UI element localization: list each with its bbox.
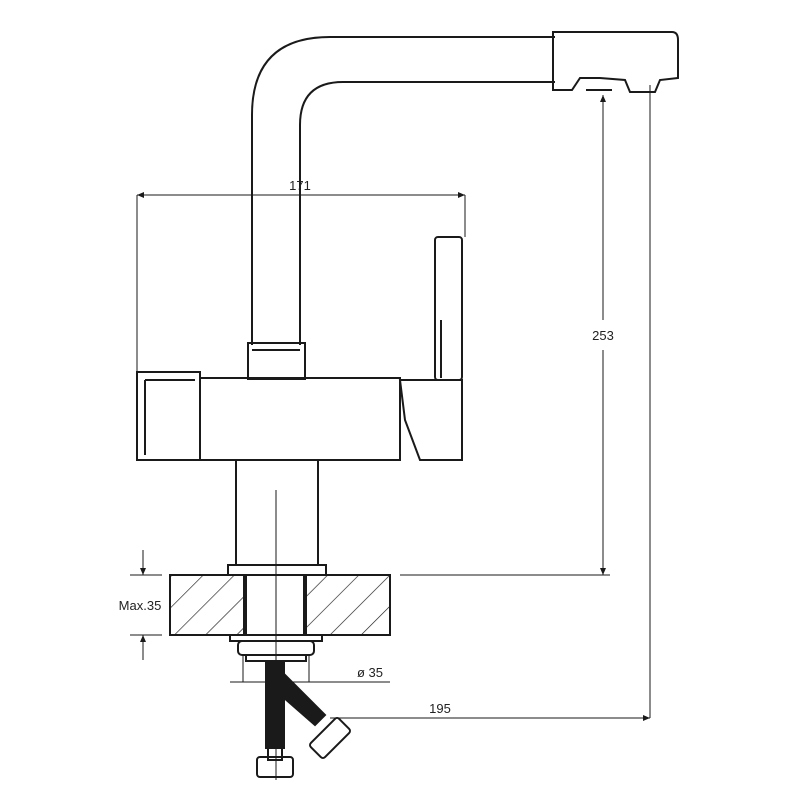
hose-nut-left	[256, 756, 294, 778]
spout	[251, 36, 555, 345]
dim-max-35: Max.35	[119, 598, 162, 613]
filter-lever	[434, 236, 463, 381]
right-handle	[398, 379, 463, 461]
countertop	[169, 574, 246, 636]
dim-171: 171	[289, 178, 311, 193]
left-handle	[136, 371, 201, 461]
dim-diameter-35: ø 35	[357, 665, 383, 680]
spout-head	[552, 31, 679, 93]
body	[199, 377, 401, 461]
hose-nut-right	[309, 717, 351, 759]
lower-body	[235, 459, 319, 566]
dim-253: 253	[592, 328, 614, 343]
dim-195: 195	[429, 701, 451, 716]
body-stem	[247, 342, 306, 380]
